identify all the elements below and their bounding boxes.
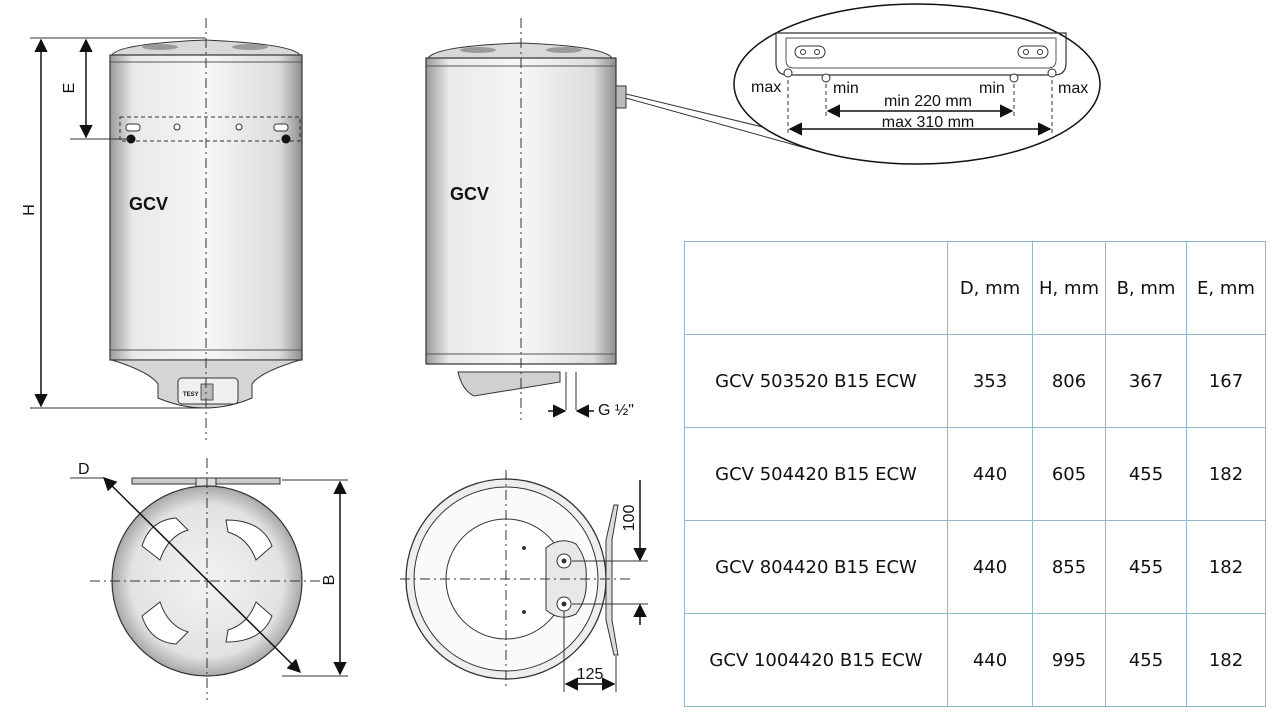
h-cell: 995 — [1032, 613, 1106, 707]
table-header-cell: B, mm — [1105, 241, 1187, 335]
table-header-cell: D, mm — [947, 241, 1033, 335]
e-cell: 167 — [1186, 334, 1266, 428]
dim-E-label: E — [61, 83, 78, 94]
d-cell: 353 — [947, 334, 1033, 428]
b-cell: 455 — [1105, 427, 1187, 521]
bracket-max-span-label: max 310 mm — [882, 114, 974, 131]
bracket-detail: max min min max min 220 mm max 310 mm — [733, 3, 1101, 165]
front-view-model-label: GCV — [129, 194, 168, 214]
dim-H-label: H — [21, 204, 38, 216]
d-cell: 440 — [947, 520, 1033, 614]
e-cell: 182 — [1186, 427, 1266, 521]
table-row: GCV 503520 B15 ECW 353 806 367 167 — [684, 334, 1266, 428]
side-view-model-label: GCV — [450, 184, 489, 204]
table-header-cell: H, mm — [1032, 241, 1106, 335]
dim-100-label: 100 — [621, 505, 638, 532]
dimensions-table: D, mm H, mm B, mm E, mm GCV 503520 B15 E… — [684, 241, 1266, 707]
table-row: GCV 1004420 B15 ECW 440 995 455 182 — [684, 613, 1266, 707]
dim-D-label: D — [78, 461, 90, 478]
model-cell: GCV 804420 B15 ECW — [684, 520, 948, 614]
h-cell: 806 — [1032, 334, 1106, 428]
table-header-cell: E, mm — [1186, 241, 1266, 335]
d-cell: 440 — [947, 613, 1033, 707]
front-view: TESY GCV H E — [21, 18, 303, 440]
b-cell: 455 — [1105, 613, 1187, 707]
bracket-min-right-label: min — [979, 80, 1005, 97]
side-view: GCV G ½" — [425, 18, 821, 420]
table-header-cell — [684, 241, 948, 335]
e-cell: 182 — [1186, 613, 1266, 707]
table-row: GCV 504420 B15 ECW 440 605 455 182 — [684, 427, 1266, 521]
h-cell: 605 — [1032, 427, 1106, 521]
bottom-view: 100 125 — [400, 470, 648, 692]
h-cell: 855 — [1032, 520, 1106, 614]
e-cell: 182 — [1186, 520, 1266, 614]
dim-125-label: 125 — [577, 666, 604, 683]
b-cell: 367 — [1105, 334, 1187, 428]
model-cell: GCV 504420 B15 ECW — [684, 427, 948, 521]
b-cell: 455 — [1105, 520, 1187, 614]
bracket-min-left-label: min — [833, 80, 859, 97]
model-cell: GCV 1004420 B15 ECW — [684, 613, 948, 707]
bracket-max-right-label: max — [1058, 80, 1088, 97]
svg-text:TESY: TESY — [183, 392, 199, 398]
d-cell: 440 — [947, 427, 1033, 521]
dim-B-label: B — [321, 575, 338, 586]
bracket-max-left-label: max — [751, 79, 781, 96]
top-view-front: D B — [70, 458, 348, 700]
dim-G-label: G ½" — [598, 402, 634, 419]
table-header-row: D, mm H, mm B, mm E, mm — [684, 241, 1266, 335]
table-row: GCV 804420 B15 ECW 440 855 455 182 — [684, 520, 1266, 614]
bracket-min-span-label: min 220 mm — [884, 93, 972, 110]
model-cell: GCV 503520 B15 ECW — [684, 334, 948, 428]
